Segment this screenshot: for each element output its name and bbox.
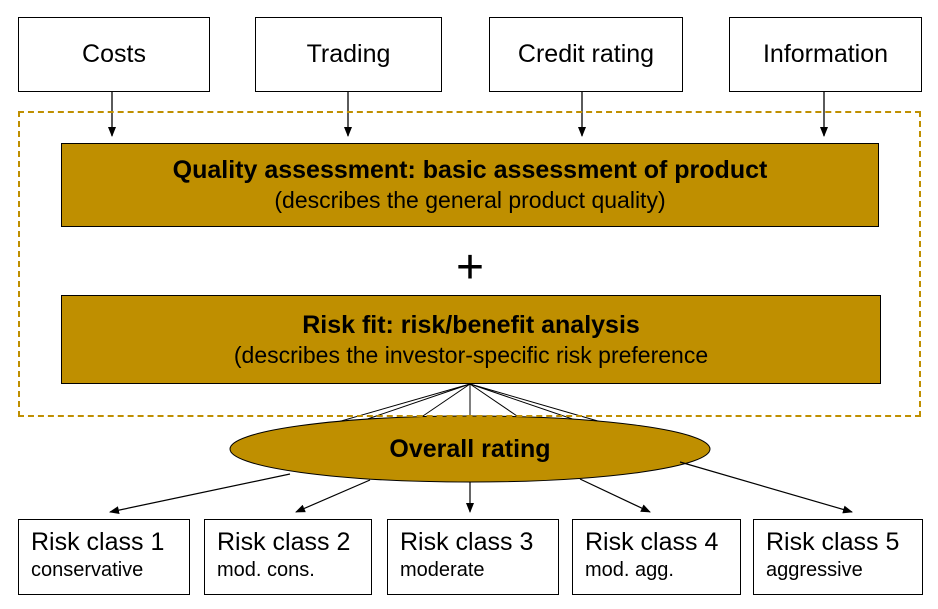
quality-assessment-box: Quality assessment: basic assessment of … xyxy=(61,143,879,227)
risk-class-box-1: Risk class 1 conservative xyxy=(18,519,190,595)
risk-class-name: Risk class 5 xyxy=(766,528,900,556)
input-box-information: Information xyxy=(729,17,922,92)
fan-line xyxy=(469,383,591,426)
risk-class-name: Risk class 2 xyxy=(217,528,351,556)
risk-class-box-4: Risk class 4 mod. agg. xyxy=(572,519,741,595)
arrow-risk-class-1 xyxy=(109,473,291,515)
plus-sign: + xyxy=(455,241,485,294)
input-label: Trading xyxy=(306,40,391,68)
input-box-costs: Costs xyxy=(18,17,210,92)
risk-class-desc: conservative xyxy=(31,559,144,581)
arrow-risk-class-2 xyxy=(295,479,371,513)
risk-class-box-3: Risk class 3 moderate xyxy=(387,519,559,595)
fan-line xyxy=(469,383,521,419)
arrow-risk-class-5 xyxy=(679,461,853,514)
arrow-risk-class-4 xyxy=(579,478,651,513)
risk-class-name: Risk class 1 xyxy=(31,528,165,556)
assessment-container xyxy=(18,111,921,417)
risk-class-desc: moderate xyxy=(400,559,485,581)
risk-fit-subtitle: (describes the investor-specific risk pr… xyxy=(233,341,709,368)
fan-line xyxy=(419,383,471,419)
quality-assessment-subtitle: (describes the general product quality) xyxy=(274,187,666,213)
risk-class-desc: mod. agg. xyxy=(585,559,674,581)
input-label: Information xyxy=(762,40,889,68)
risk-fit-title: Risk fit: risk/benefit analysis xyxy=(302,310,640,339)
input-label: Credit rating xyxy=(517,40,655,68)
risk-class-desc: mod. cons. xyxy=(217,559,315,581)
quality-assessment-title: Quality assessment: basic assessment of … xyxy=(172,156,768,184)
risk-class-name: Risk class 3 xyxy=(400,528,534,556)
input-label: Costs xyxy=(82,40,146,68)
overall-rating-label: Overall rating xyxy=(389,435,551,463)
risk-class-desc: aggressive xyxy=(766,559,863,581)
risk-class-name: Risk class 4 xyxy=(585,528,719,556)
fan-line xyxy=(349,383,471,426)
input-box-credit-rating: Credit rating xyxy=(489,17,683,92)
input-box-trading: Trading xyxy=(255,17,442,92)
risk-class-box-5: Risk class 5 aggressive xyxy=(753,519,923,595)
risk-class-box-2: Risk class 2 mod. cons. xyxy=(204,519,372,595)
risk-fit-box: Risk fit: risk/benefit analysis (describ… xyxy=(61,295,881,384)
